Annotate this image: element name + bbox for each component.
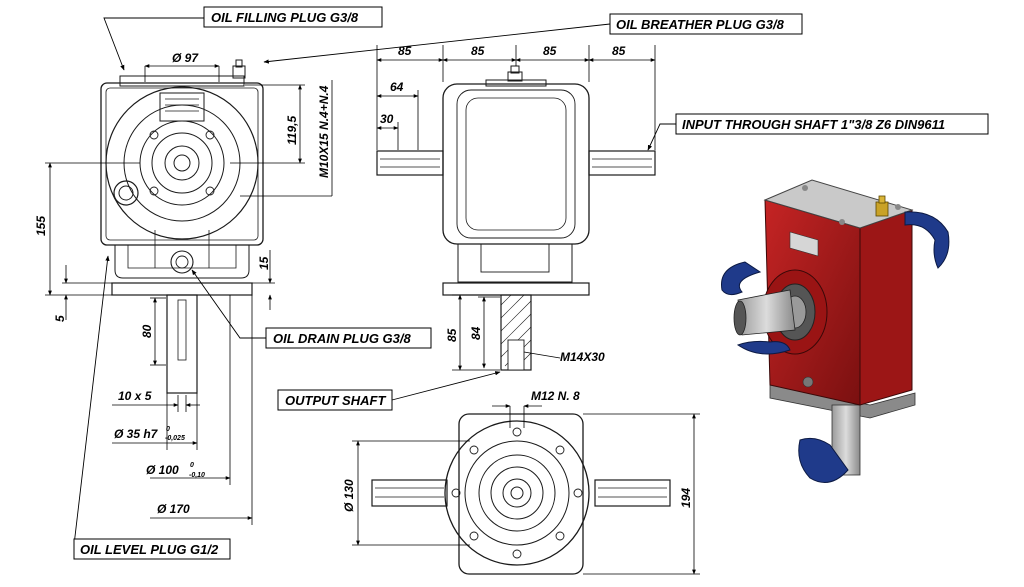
callout-oil-filling-plug: OIL FILLING PLUG G3/8 [203,6,383,28]
callout-output-shaft: OUTPUT SHAFT [277,389,393,411]
callout-oil-drain-plug: OIL DRAIN PLUG G3/8 [265,327,432,349]
dim-85-a: 85 [398,44,412,58]
callout-oil-breather-plug: OIL BREATHER PLUG G3/8 [609,13,803,35]
dim-80: 80 [140,324,154,338]
dim-m10: M10X15 N.4+N.4 [317,85,331,178]
dim-flange-170: Ø 170 [157,502,190,516]
dim-85-vertical: 85 [445,328,459,342]
dim-m12: M12 N. 8 [531,389,580,403]
side-housing [442,83,590,245]
label-oil-level-plug: OIL LEVEL PLUG G1/2 [80,542,219,557]
dim-spigot-100-upper: 0 [190,462,194,469]
dim-15: 15 [257,256,271,270]
bottom-housing [458,413,584,575]
label-oil-breather-plug: OIL BREATHER PLUG G3/8 [616,17,785,32]
dim-85-d: 85 [612,44,626,58]
dim-spigot-100-lower: -0,10 [189,472,205,479]
label-input-through-shaft: INPUT THROUGH SHAFT 1"3/8 Z6 DIN9611 [682,117,945,132]
dim-dia-130: Ø 130 [342,479,356,512]
dim-shaft-35: Ø 35 h7 [114,427,159,441]
front-housing [100,82,264,246]
dim-spigot-100: Ø 100 [146,463,179,477]
dim-85-c: 85 [543,44,557,58]
dim-5: 5 [53,315,67,322]
callout-oil-level-plug: OIL LEVEL PLUG G1/2 [73,538,231,560]
dim-119-5: 119,5 [285,116,299,145]
dim-85-b: 85 [471,44,485,58]
dim-m14: M14X30 [560,350,605,364]
dim-194: 194 [679,488,693,508]
dim-30: 30 [380,112,394,126]
dim-shaft-35-lower: -0,025 [165,435,185,442]
dim-155: 155 [34,216,48,236]
dim-64: 64 [390,80,404,94]
dimension-lines [45,45,700,575]
dim-dia-97: Ø 97 [172,51,199,65]
label-oil-filling-plug: OIL FILLING PLUG G3/8 [211,10,359,25]
front-view [100,59,264,394]
side-view [376,65,656,371]
dim-shaft-35-upper: 0 [166,426,170,433]
dim-84-vertical: 84 [469,326,483,340]
label-output-shaft: OUTPUT SHAFT [285,393,386,408]
dim-key-10x5: 10 x 5 [118,389,152,403]
gearbox-3d-render [720,179,950,483]
dimension-texts: Ø 97 119,5 M10X15 N.4+N.4 155 15 5 80 10… [34,44,693,516]
callout-input-through-shaft: INPUT THROUGH SHAFT 1"3/8 Z6 DIN9611 [675,113,989,135]
bottom-view [371,413,671,575]
label-oil-drain-plug: OIL DRAIN PLUG G3/8 [273,331,411,346]
